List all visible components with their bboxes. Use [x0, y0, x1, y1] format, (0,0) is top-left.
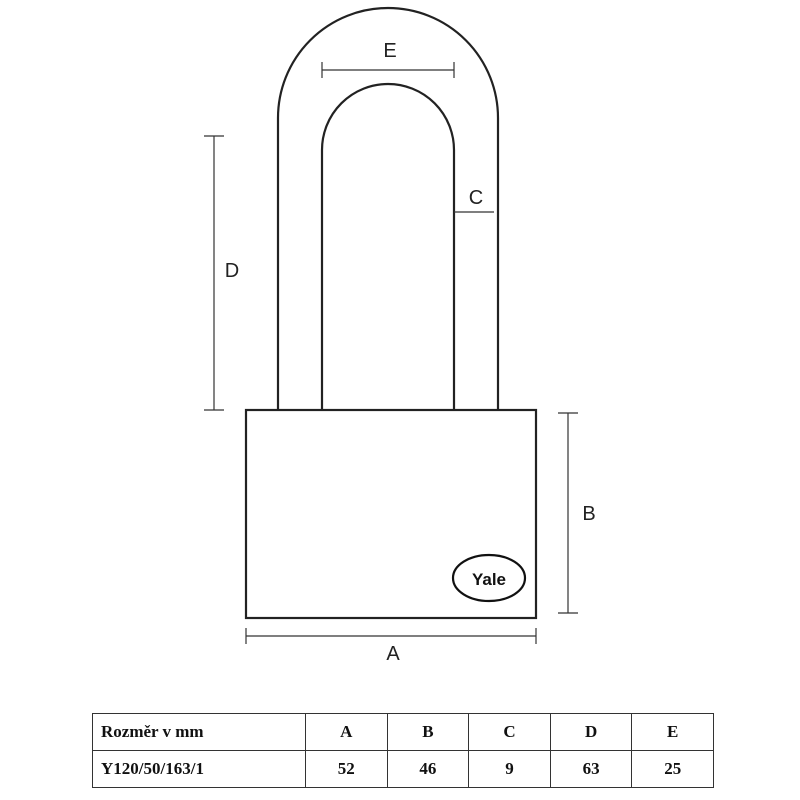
value-cell-d: 63: [549, 750, 633, 788]
header-cell-c: C: [468, 713, 551, 751]
value-cell-b: 46: [386, 750, 470, 788]
dimension-e: E: [321, 40, 455, 78]
table-header-row: Rozměr v mm A B C D E: [92, 713, 714, 751]
dimension-b: B: [558, 412, 596, 614]
yale-logo: Yale: [451, 553, 527, 603]
value-cell-c: 9: [468, 750, 551, 788]
header-cell-a: A: [305, 713, 388, 751]
model-cell: Y120/50/163/1: [92, 750, 306, 788]
padlock-dimension-diagram: Yale E C D B A: [204, 6, 596, 665]
value-cell-e: 25: [631, 750, 714, 788]
shackle-inner: [320, 82, 456, 410]
dimension-d-label: D: [225, 260, 239, 282]
header-cell-label: Rozměr v mm: [92, 713, 306, 751]
dimension-e-label: E: [383, 40, 396, 62]
dimension-b-label: B: [582, 503, 595, 525]
shackle-outer: [276, 6, 500, 410]
dimension-c-label: C: [469, 187, 483, 209]
dimension-c: C: [454, 187, 494, 213]
value-cell-a: 52: [305, 750, 388, 788]
yale-logo-text: Yale: [472, 570, 506, 589]
header-cell-d: D: [549, 713, 633, 751]
table-row: Y120/50/163/1 52 46 9 63 25: [92, 750, 714, 788]
dimension-a-label: A: [386, 643, 400, 665]
header-cell-b: B: [386, 713, 470, 751]
dimension-d: D: [204, 135, 239, 411]
header-cell-e: E: [631, 713, 714, 751]
dimension-a: A: [245, 628, 537, 665]
dimension-table: Rozměr v mm A B C D E Y120/50/163/1 52 4…: [92, 713, 714, 788]
